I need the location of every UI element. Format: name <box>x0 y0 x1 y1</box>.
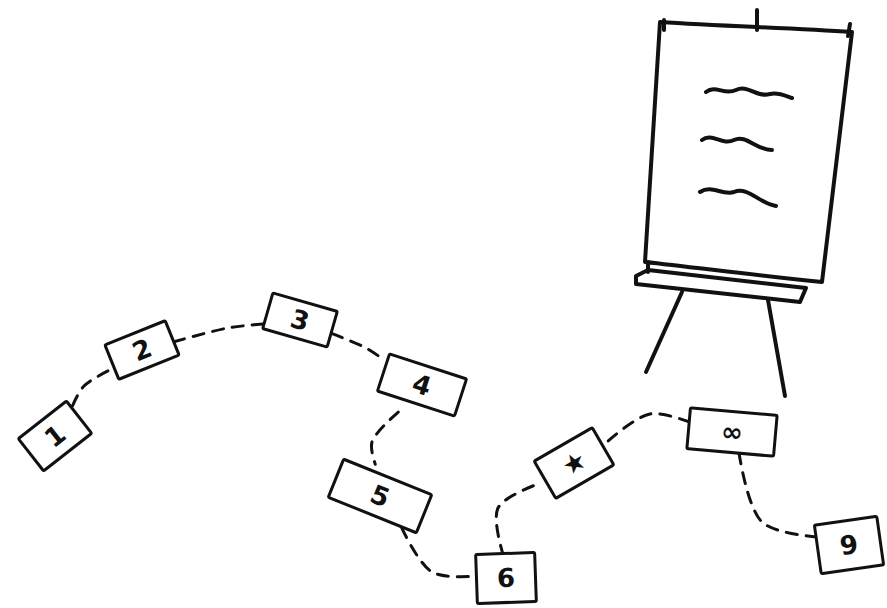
number-tile: 6 <box>474 551 538 605</box>
dashed-path <box>496 483 539 556</box>
dashed-path <box>174 324 268 342</box>
tile-number: ★ <box>557 446 590 480</box>
number-tile: ∞ <box>685 406 778 458</box>
tile-number: 5 <box>367 481 394 512</box>
text-squiggle <box>706 88 792 98</box>
easel-leg <box>646 292 682 372</box>
number-tile: 2 <box>103 319 181 382</box>
number-tile: 3 <box>261 291 339 349</box>
dashed-path <box>73 370 110 406</box>
tile-number: 9 <box>838 531 860 559</box>
dashed-path <box>608 414 693 441</box>
number-tile: ★ <box>532 426 616 501</box>
tile-number: ∞ <box>720 418 744 446</box>
tile-number: 4 <box>409 370 434 400</box>
dashed-path <box>332 334 384 360</box>
dashed-path <box>402 528 480 577</box>
flipchart-hooks <box>664 20 850 36</box>
number-tile: 9 <box>813 515 886 576</box>
dashed-path <box>371 412 398 464</box>
tile-number: 3 <box>288 305 313 335</box>
text-squiggle <box>702 137 772 150</box>
number-tile: 1 <box>16 399 94 473</box>
easel-leg <box>768 300 785 396</box>
tile-number: 1 <box>40 420 70 452</box>
flipchart-board <box>645 22 852 282</box>
number-tile: 5 <box>326 457 433 535</box>
easel-tray <box>636 270 806 302</box>
text-squiggle <box>700 189 776 206</box>
dashed-path <box>739 453 819 537</box>
tile-number: 2 <box>129 335 156 366</box>
number-tile: 4 <box>376 352 469 418</box>
tile-number: 6 <box>497 565 516 592</box>
easel-tray <box>646 262 650 272</box>
